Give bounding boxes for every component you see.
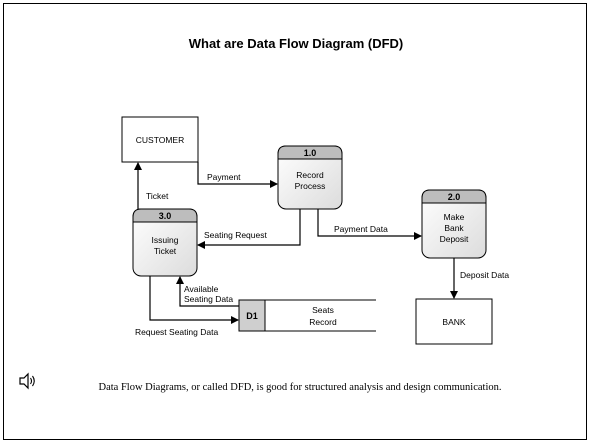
datastore-line1: Seats: [312, 305, 334, 315]
process-bank-deposit-id: 2.0: [448, 192, 461, 202]
flow-deposit-data-label: Deposit Data: [460, 270, 509, 280]
process-bank-deposit-line2: Bank: [444, 223, 464, 233]
process-issuing-ticket: 3.0 Issuing Ticket: [132, 208, 198, 277]
flow-deposit-data: Deposit Data: [450, 258, 509, 299]
entity-customer: CUSTOMER: [121, 116, 199, 163]
entity-bank: BANK: [415, 298, 493, 345]
datastore-id: D1: [246, 311, 258, 321]
flow-available-label-1: Available: [184, 284, 219, 294]
datastore-line2: Record: [309, 317, 337, 327]
flow-request-seating-data: Request Seating Data: [135, 276, 239, 337]
page-title: What are Data Flow Diagram (DFD): [188, 36, 404, 51]
entity-bank-label: BANK: [442, 317, 465, 327]
flow-request-seating-data-label: Request Seating Data: [135, 327, 218, 337]
flow-payment-data-label: Payment Data: [334, 224, 388, 234]
process-bank-deposit-line1: Make: [444, 212, 465, 222]
process-issuing-ticket-line1: Issuing: [152, 235, 179, 245]
flow-ticket: Ticket: [134, 162, 169, 209]
flow-payment-label: Payment: [207, 172, 241, 182]
caption: Data Flow Diagrams, or called DFD, is go…: [98, 382, 502, 393]
flow-seating-request-label: Seating Request: [204, 230, 267, 240]
flow-available-seating-data: Available Seating Data: [176, 276, 239, 307]
datastore-seats-record: D1 Seats Record: [238, 299, 376, 332]
process-bank-deposit: 2.0 Make Bank Deposit: [421, 189, 487, 259]
process-record: 1.0 Record Process: [277, 145, 343, 210]
flow-ticket-label: Ticket: [146, 191, 169, 201]
entity-customer-label: CUSTOMER: [136, 135, 185, 145]
process-bank-deposit-line3: Deposit: [440, 234, 469, 244]
process-record-line2: Process: [295, 181, 326, 191]
process-record-line1: Record: [296, 170, 324, 180]
speaker-icon[interactable]: [18, 372, 38, 390]
process-issuing-ticket-line2: Ticket: [154, 246, 177, 256]
flow-available-label-2: Seating Data: [184, 294, 233, 304]
flow-seating-request: Seating Request: [197, 209, 301, 249]
flow-payment: Payment: [197, 162, 278, 188]
process-issuing-ticket-id: 3.0: [159, 211, 172, 221]
flow-payment-data: Payment Data: [317, 209, 422, 240]
slide: [3, 3, 587, 440]
process-record-id: 1.0: [304, 148, 317, 158]
